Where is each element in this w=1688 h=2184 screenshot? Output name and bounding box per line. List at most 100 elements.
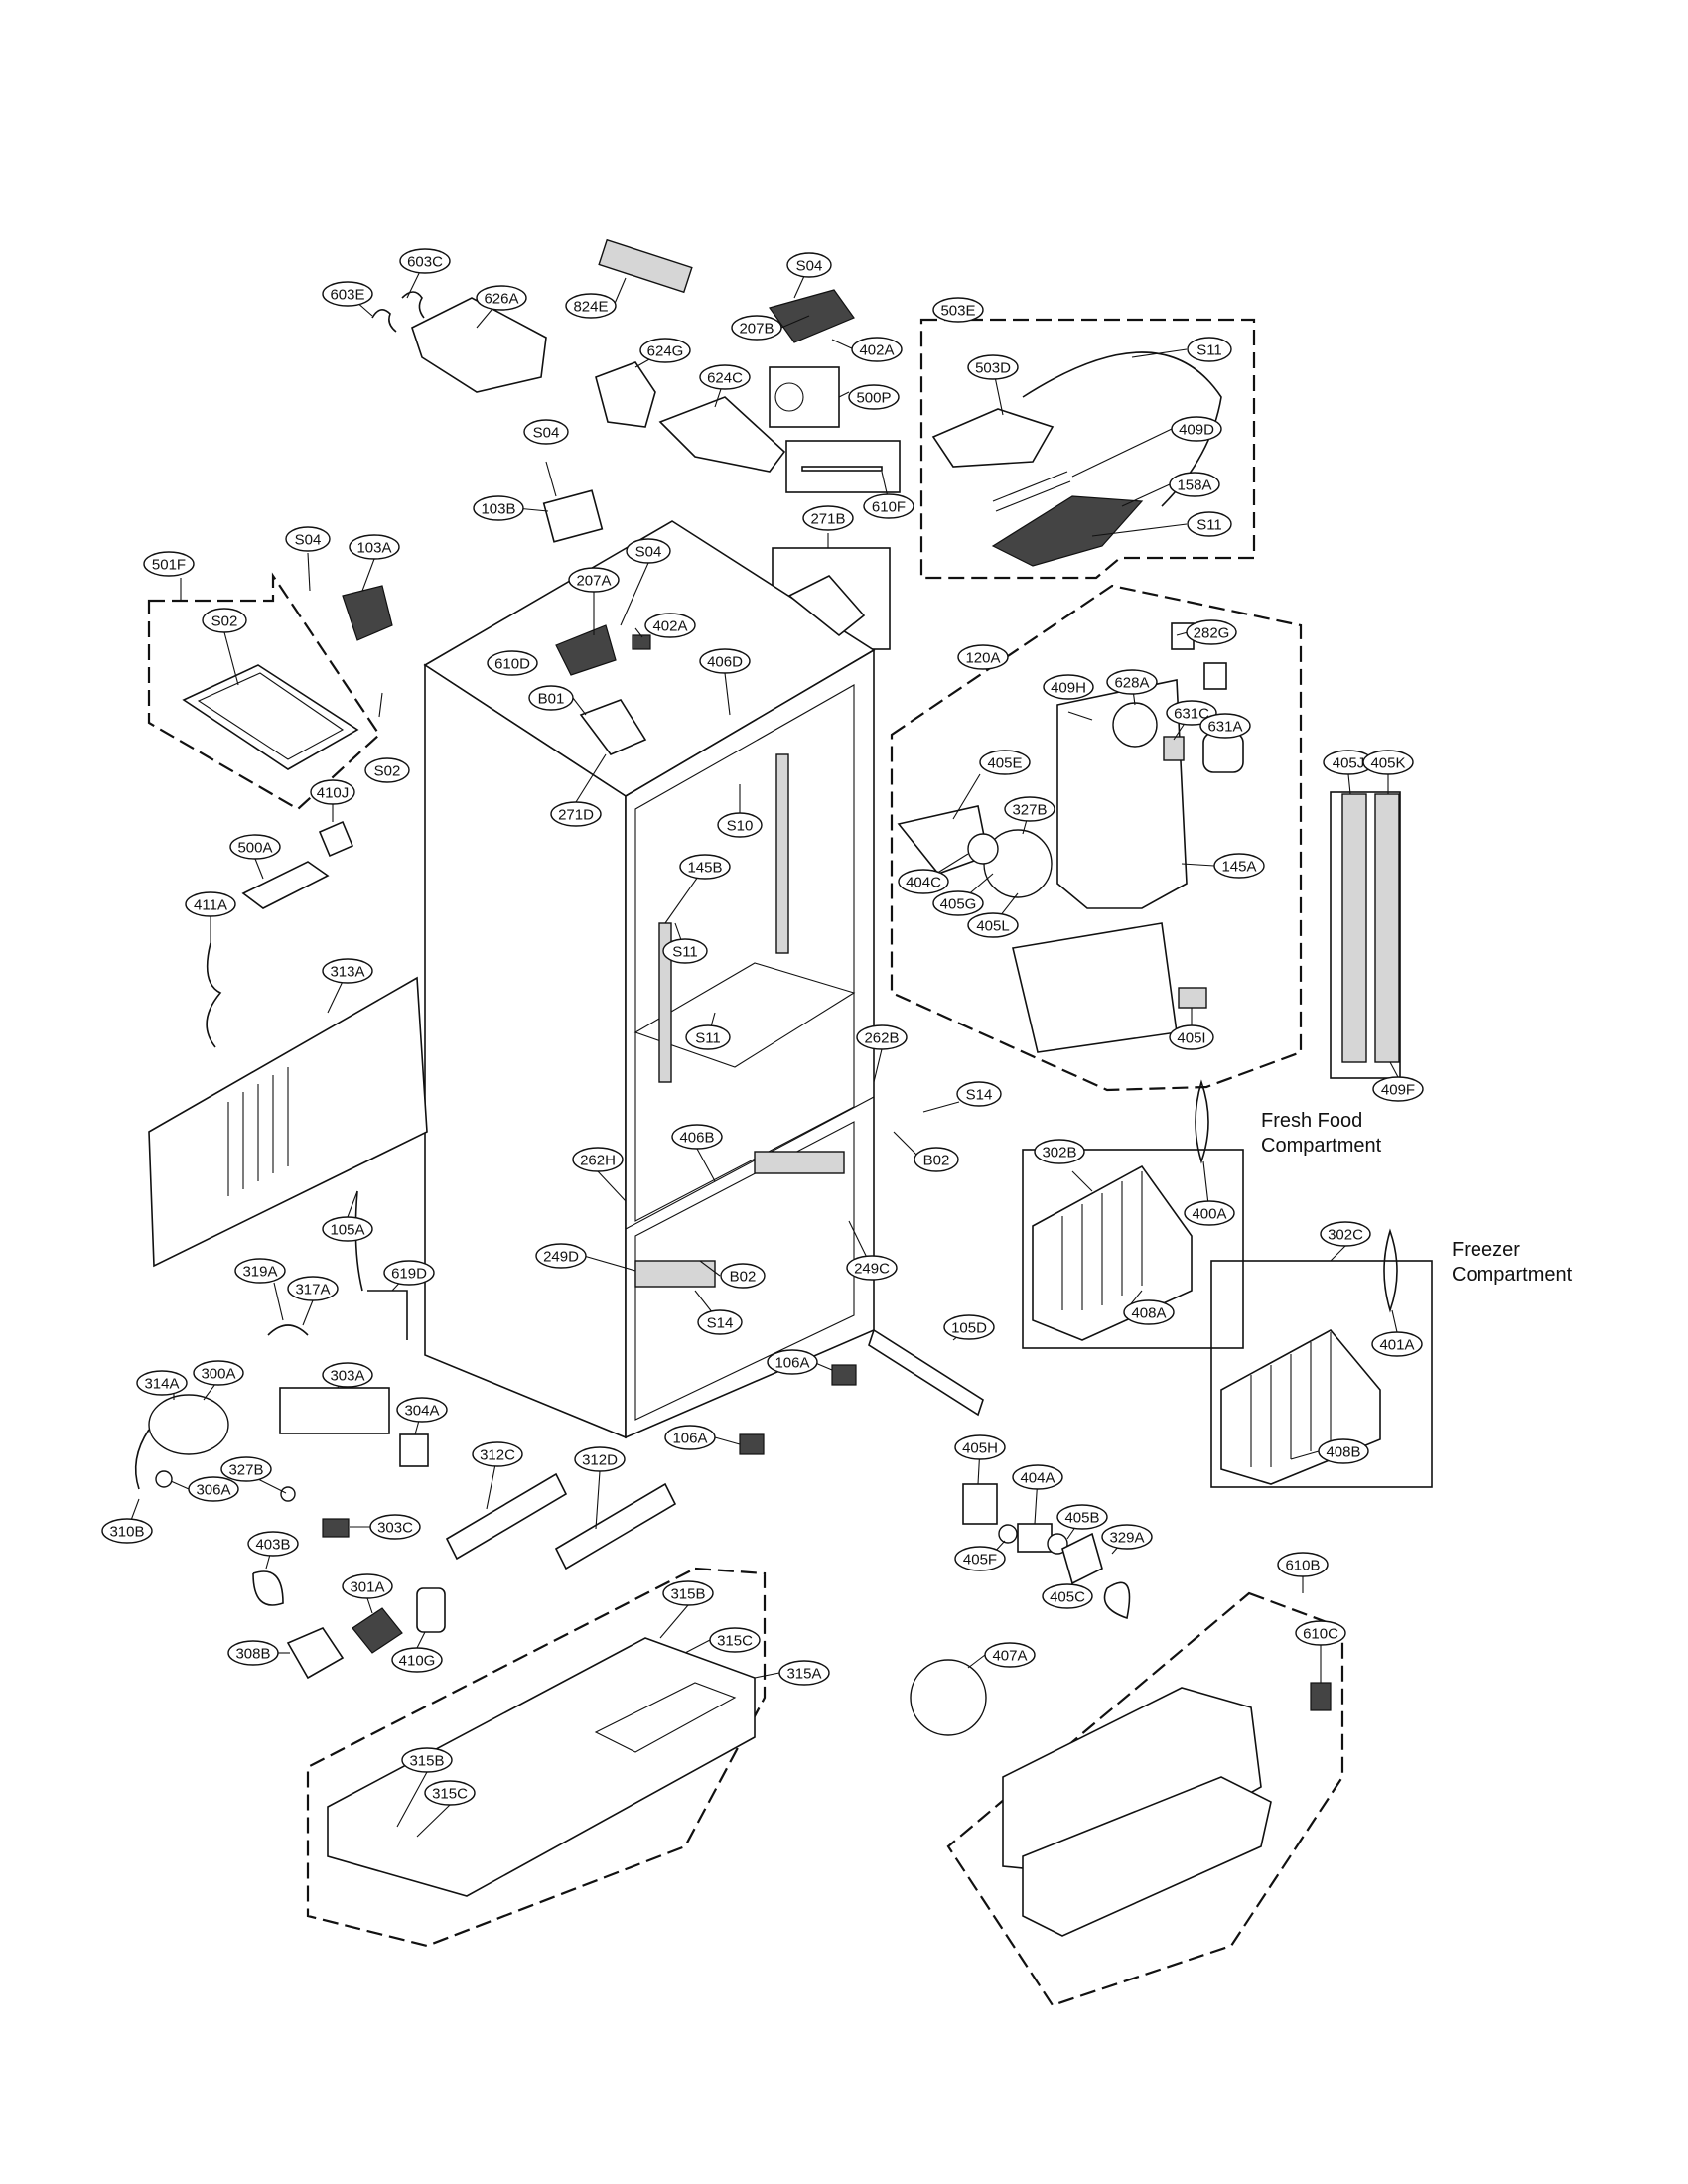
svg-text:308B: 308B — [235, 1646, 270, 1663]
callout: S14 — [697, 1309, 743, 1335]
callout: 405C — [1042, 1583, 1093, 1609]
svg-text:106A: 106A — [774, 1355, 809, 1372]
part-500p — [769, 366, 840, 428]
part-327b-small — [280, 1486, 296, 1502]
callout: 313A — [322, 958, 373, 984]
callout: 312C — [472, 1441, 523, 1467]
callout: 619D — [383, 1260, 435, 1286]
callout: S11 — [1187, 337, 1232, 362]
callout: 405H — [954, 1434, 1006, 1460]
callout: 315C — [424, 1780, 476, 1806]
svg-text:410G: 410G — [399, 1653, 436, 1670]
callout: 624G — [639, 338, 691, 363]
callout: S04 — [786, 252, 832, 278]
callout: 404A — [1012, 1464, 1063, 1490]
svg-text:610F: 610F — [872, 499, 906, 516]
svg-text:145A: 145A — [1221, 859, 1256, 876]
svg-text:S10: S10 — [727, 818, 754, 835]
rail-249c — [754, 1151, 845, 1174]
part-403b — [252, 1570, 284, 1606]
callouts: 603E 603C 626A 824E S04 207B 402A 503E S… — [101, 248, 1424, 1806]
callout: 626A — [476, 285, 527, 311]
group-box-610f — [785, 440, 901, 493]
callout: B02 — [720, 1263, 766, 1289]
part-603e — [371, 309, 397, 333]
part-409d-1 — [992, 471, 1068, 502]
part-401a-heater — [1383, 1228, 1398, 1313]
svg-text:282G: 282G — [1194, 625, 1230, 642]
callout: 409H — [1043, 674, 1094, 700]
svg-text:409D: 409D — [1179, 422, 1214, 439]
part-312c — [445, 1472, 568, 1561]
svg-text:405K: 405K — [1370, 755, 1405, 772]
callout: 409F — [1372, 1076, 1424, 1102]
svg-text:319A: 319A — [242, 1264, 277, 1281]
callout: 410J — [310, 779, 355, 805]
callout: 262B — [856, 1024, 908, 1050]
callout: 500P — [848, 384, 900, 410]
svg-text:409F: 409F — [1381, 1082, 1415, 1099]
svg-text:500P: 500P — [856, 390, 891, 407]
part-610b-panel — [1002, 1687, 1262, 1877]
svg-text:207B: 207B — [739, 321, 774, 338]
svg-text:120A: 120A — [965, 650, 1000, 667]
svg-text:249C: 249C — [854, 1261, 890, 1278]
parts — [134, 238, 1400, 1937]
callout: 249D — [535, 1243, 587, 1269]
svg-text:400A: 400A — [1192, 1206, 1226, 1223]
callout: 103B — [473, 495, 524, 521]
leader-lines — [126, 260, 1399, 1838]
callout: 105D — [943, 1314, 995, 1340]
part-410g — [416, 1587, 446, 1633]
svg-text:401A: 401A — [1379, 1337, 1414, 1354]
compartment-captions: Fresh Food Compartment Freezer Compartme… — [1261, 1110, 1573, 1286]
callout: B02 — [914, 1147, 959, 1172]
svg-text:303C: 303C — [377, 1520, 413, 1537]
callout: S02 — [364, 757, 410, 783]
part-105d — [868, 1328, 984, 1417]
svg-text:405J: 405J — [1333, 755, 1365, 772]
svg-text:329A: 329A — [1109, 1530, 1144, 1547]
callout: 120A — [957, 644, 1009, 670]
part-301a — [352, 1607, 403, 1654]
part-271d — [579, 699, 647, 755]
callout: 207A — [568, 567, 620, 593]
svg-text:315B: 315B — [670, 1586, 705, 1603]
svg-text:103B: 103B — [481, 501, 515, 518]
callout: 271B — [802, 505, 854, 531]
callout: 503D — [967, 354, 1019, 380]
refrigerator-cabinet — [423, 520, 876, 1439]
part-631c — [1163, 736, 1185, 761]
callout: 314A — [136, 1370, 188, 1396]
callout: 317A — [287, 1276, 339, 1301]
cabinet-left-side — [424, 663, 627, 1439]
svg-text:503E: 503E — [940, 303, 975, 320]
part-500a — [241, 861, 330, 909]
callout: 158A — [1169, 472, 1220, 497]
svg-text:610B: 610B — [1285, 1558, 1320, 1574]
svg-text:249D: 249D — [543, 1249, 579, 1266]
callout: 310B — [101, 1518, 153, 1544]
callout: 603C — [399, 248, 451, 274]
svg-text:271B: 271B — [810, 511, 845, 528]
callout: 327B — [1004, 796, 1055, 822]
callout: 501F — [143, 551, 195, 577]
svg-text:S11: S11 — [672, 944, 698, 961]
callout: 400A — [1184, 1200, 1235, 1226]
svg-text:631C: 631C — [1174, 706, 1209, 723]
part-501f-shelf-inner — [197, 672, 345, 760]
svg-text:S04: S04 — [533, 425, 560, 442]
part-610c — [1310, 1682, 1332, 1711]
callout: S14 — [956, 1081, 1002, 1107]
svg-text:403B: 403B — [255, 1537, 290, 1554]
svg-text:312C: 312C — [480, 1447, 515, 1464]
part-282g-2 — [1203, 662, 1227, 690]
group-box-302b — [1022, 1149, 1244, 1349]
svg-text:B02: B02 — [923, 1153, 950, 1169]
svg-text:626A: 626A — [484, 291, 518, 308]
part-405i — [1178, 987, 1207, 1009]
caption-freezer-line1: Freezer — [1452, 1239, 1520, 1261]
svg-text:405F: 405F — [963, 1552, 997, 1569]
part-404a — [1017, 1523, 1053, 1553]
svg-text:313A: 313A — [330, 964, 364, 981]
